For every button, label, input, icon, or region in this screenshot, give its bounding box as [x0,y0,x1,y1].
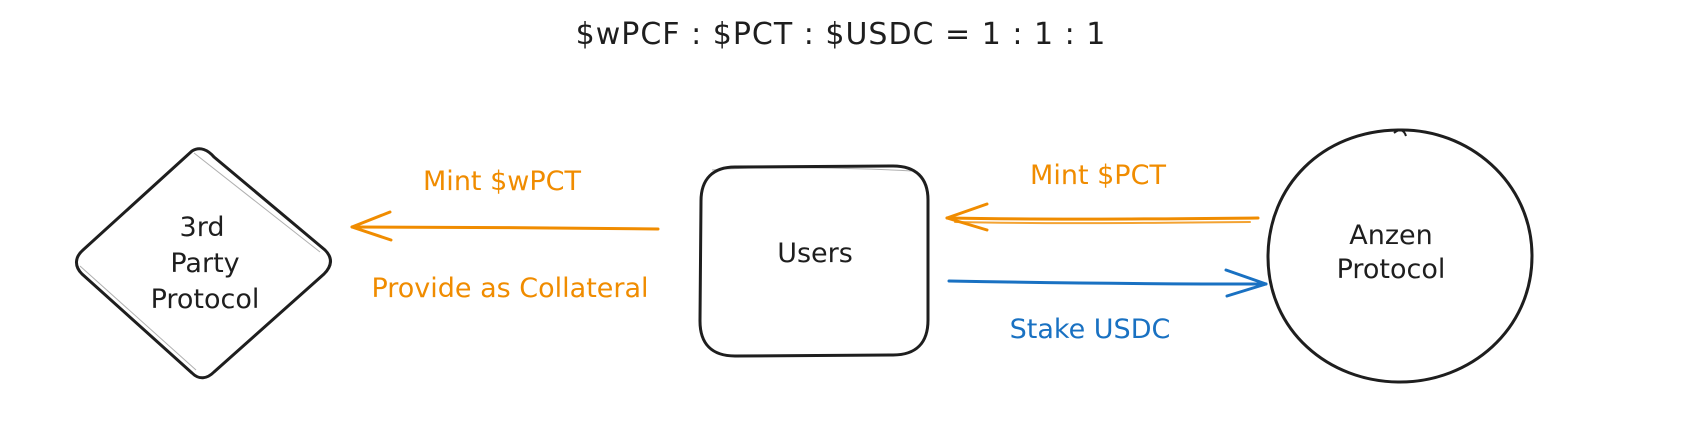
mint-pct-arrow [945,202,1260,232]
mint-pct-arrow-head [945,202,989,232]
stake-usdc-arrow [947,268,1268,298]
provide-collateral-label: Provide as Collateral [371,273,648,304]
anzen-label-line-2: Protocol [1337,254,1446,285]
third-party-label-line-1: 3rd [180,212,225,243]
mint-pct-arrow-shaft [945,216,1260,221]
anzen-protocol-node: Anzen Protocol [1266,128,1534,384]
stake-usdc-label: Stake USDC [1010,314,1171,345]
mint-wpct-arrow-shaft [350,225,660,231]
third-party-protocol-node: 3rd Party Protocol [75,147,332,380]
stake-usdc-arrow-shaft [947,279,1268,286]
mint-wpct-label: Mint $wPCT [423,166,581,197]
third-party-label-line-3: Protocol [151,284,260,315]
diagram-title: $wPCF : $PCT : $USDC = 1 : 1 : 1 [576,17,1107,52]
third-party-diamond-shape [75,147,332,380]
users-label: Users [777,238,853,269]
users-node: Users [698,164,930,358]
mint-wpct-arrow-head [350,210,393,242]
mint-wpct-arrow [350,210,660,242]
mint-pct-label: Mint $PCT [1030,160,1166,191]
anzen-circle-shape [1266,128,1534,384]
anzen-label-line-1: Anzen [1349,220,1432,251]
third-party-label-line-2: Party [170,248,239,279]
users-rect-shape [698,164,930,358]
stake-usdc-arrow-head [1224,268,1268,298]
